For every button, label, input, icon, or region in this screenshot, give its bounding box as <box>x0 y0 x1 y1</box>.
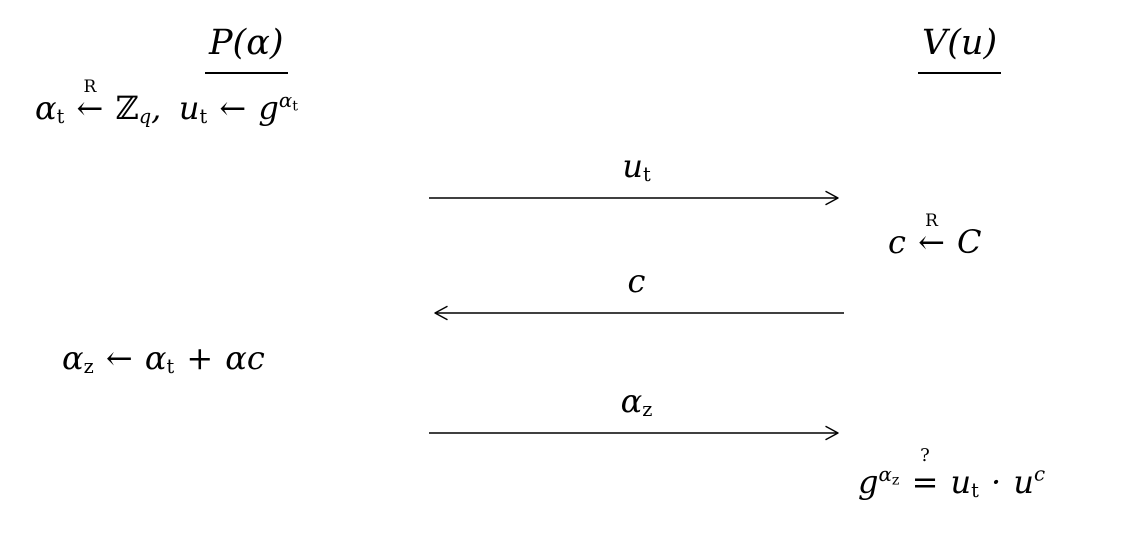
message-challenge-label: c <box>627 262 646 300</box>
verifier-check-step: gαz ?= ut · uc <box>858 444 1046 503</box>
verifier-title: V(u) <box>918 22 1002 74</box>
integers-mod-q-symbol: ℤ <box>115 89 139 127</box>
assign-arrow: ← <box>105 339 133 377</box>
arrow-right-icon <box>429 191 839 206</box>
verifier-challenge-step: c R← C <box>888 211 982 262</box>
message-commitment: ut <box>428 146 845 207</box>
challenge-var: c <box>888 223 906 261</box>
alpha-z-var: αz <box>62 339 94 379</box>
message-response: αz <box>428 381 845 442</box>
prover-title: P(α) <box>205 22 288 74</box>
challenge-space-symbol: C <box>957 223 982 261</box>
comma-separator: , <box>151 89 162 127</box>
message-response-label: αz <box>620 382 653 422</box>
alpha-t-var: αt <box>144 339 175 379</box>
alpha-t-var: αt <box>35 89 65 129</box>
arrow-left-icon <box>434 306 844 321</box>
u-power-c: uc <box>1013 462 1046 501</box>
prover-response-step: αz ← αt + αc <box>62 338 265 379</box>
cdot-operator: · <box>991 463 1002 501</box>
message-challenge: c <box>428 261 845 322</box>
assign-arrow: ← <box>219 89 247 127</box>
u-t-var: ut <box>178 89 208 129</box>
alpha-c-term: αc <box>225 339 265 377</box>
plus-operator: + <box>186 339 214 377</box>
arrow-right-icon <box>429 426 839 441</box>
g-power-alpha-z: gαz <box>858 462 900 501</box>
random-sample-arrow: R← <box>76 77 104 127</box>
message-commitment-label: ut <box>622 147 651 187</box>
random-sample-arrow: R← <box>918 211 945 261</box>
prover-title-label: P(α) <box>205 22 288 74</box>
question-equals-sign: ?= <box>911 444 939 501</box>
u-t-var: ut <box>950 463 979 503</box>
verifier-title-label: V(u) <box>918 22 1002 74</box>
g-power-alpha-t: gαt <box>258 88 298 127</box>
